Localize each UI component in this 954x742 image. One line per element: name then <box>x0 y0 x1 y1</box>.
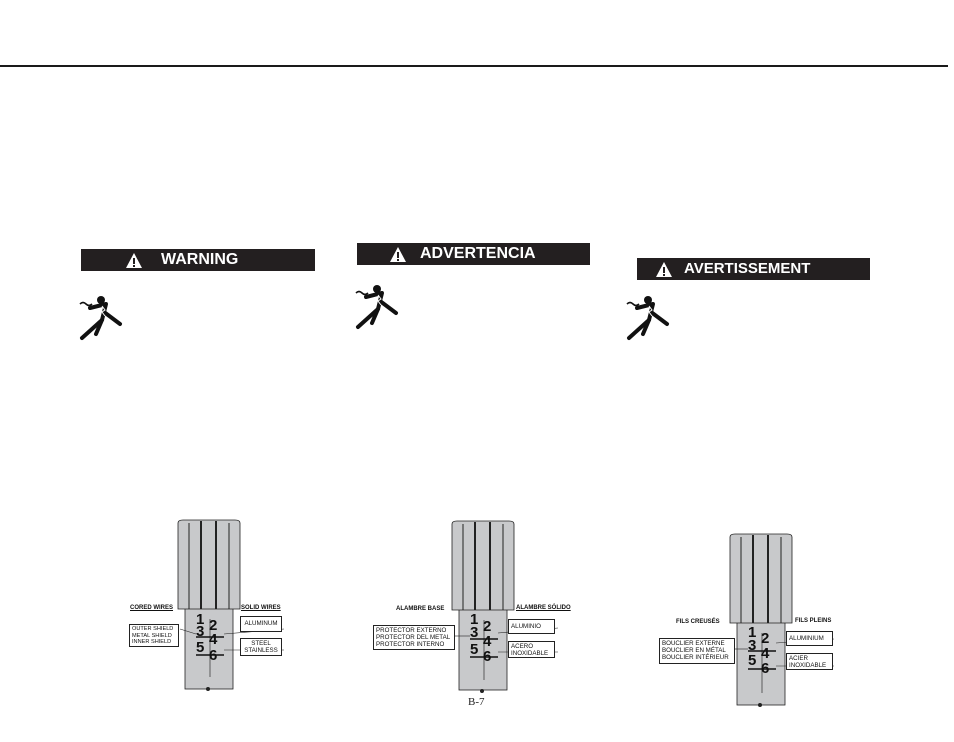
setting-digit: 2 <box>483 618 492 635</box>
setting-digit: 1 <box>748 624 757 641</box>
banner-text: AVERTISSEMENT <box>684 260 811 277</box>
setting-digit: 2 <box>209 617 218 634</box>
shield-line: OUTER SHIELD <box>132 626 174 632</box>
setting-digit: 6 <box>483 648 492 665</box>
shield-type-box: BOUCLIER EXTERNE BOUCLIER EN MÉTAL BOUCL… <box>659 638 735 664</box>
cored-wires-label: ALAMBRE BASE <box>396 606 445 612</box>
metal-aluminum-box: ALUMINIO <box>508 619 555 634</box>
metal-aluminum-box: ALUMINIUM <box>786 631 833 646</box>
page-number: B-7 <box>468 696 485 708</box>
setting-digit: 6 <box>209 647 218 664</box>
warning-triangle-icon <box>656 262 672 277</box>
metal-label: ALUMINUM <box>244 620 278 627</box>
header-rule <box>0 65 948 67</box>
setting-digit: 5 <box>470 641 479 658</box>
shield-line: BOUCLIER EXTERNE <box>662 640 725 647</box>
metal-label: STEEL <box>251 640 271 647</box>
setting-digit: 3 <box>470 624 479 641</box>
metal-label: STAINLESS <box>244 647 278 654</box>
solid-wires-label: ALAMBRE SÓLIDO <box>516 605 571 611</box>
setting-digit: 4 <box>483 633 492 650</box>
metal-aluminum-box: ALUMINUM <box>240 616 282 632</box>
shield-line: BOUCLIER EN MÉTAL <box>662 647 726 654</box>
solid-wires-label: FILS PLEINS <box>795 618 832 624</box>
setting-digit: 4 <box>761 645 770 662</box>
cored-wires-label: FILS CREUSÉS <box>676 619 720 625</box>
setting-digit: 4 <box>209 631 218 648</box>
cored-wires-label: CORED WIRES <box>130 605 174 611</box>
metal-label: ALUMINIUM <box>789 635 824 642</box>
shield-line: INNER SHIELD <box>132 639 172 645</box>
metal-steel-box: ACERO INOXIDABLE <box>508 641 555 658</box>
electric-shock-icon <box>355 285 398 329</box>
setting-digit: 3 <box>748 637 757 654</box>
metal-label: ACIER <box>789 655 808 662</box>
shield-line: BOUCLIER INTÉRIEUR <box>662 654 729 661</box>
metal-label: INOXIDABLE <box>511 650 549 657</box>
metal-steel-box: STEEL STAINLESS <box>240 638 282 656</box>
setting-digit: 1 <box>470 611 479 628</box>
electric-shock-icon <box>626 296 669 340</box>
solid-wires-label: SOLID WIRES <box>241 605 281 611</box>
electric-shock-icon <box>79 296 122 340</box>
warning-banner: WARNING <box>81 249 315 271</box>
setting-digit: 5 <box>196 639 205 656</box>
warning-banner: ADVERTENCIA <box>357 243 590 265</box>
metal-steel-box: ACIER INOXIDABLE <box>786 653 833 670</box>
shield-line: PROTECTOR EXTERNO <box>376 627 447 634</box>
metal-label: ALUMINIO <box>511 623 541 630</box>
warning-triangle-icon <box>390 247 406 262</box>
setting-digit: 6 <box>761 660 770 677</box>
setting-digit: 3 <box>196 623 205 640</box>
shield-type-box: PROTECTOR EXTERNO PROTECTOR DEL METAL PR… <box>373 625 455 650</box>
setting-digit: 1 <box>196 611 205 628</box>
warning-banner: AVERTISSEMENT <box>637 258 870 280</box>
wire-feed-knob <box>729 533 835 707</box>
wire-feed-knob <box>177 519 284 691</box>
shield-line: PROTECTOR DEL METAL <box>376 634 451 641</box>
warning-triangle-icon <box>126 253 142 268</box>
banner-text: WARNING <box>161 251 239 268</box>
banner-text: ADVERTENCIA <box>420 245 536 262</box>
shield-line: PROTECTOR INTERNO <box>376 641 445 648</box>
metal-label: INOXIDABLE <box>789 662 827 669</box>
metal-label: ACERO <box>511 643 534 650</box>
shield-line: METAL SHIELD <box>132 632 172 639</box>
wire-feed-knob <box>451 520 558 693</box>
shield-type-box: OUTER SHIELD METAL SHIELD INNER SHIELD <box>129 624 179 647</box>
setting-digit: 5 <box>748 652 757 669</box>
setting-digit: 2 <box>761 630 770 647</box>
